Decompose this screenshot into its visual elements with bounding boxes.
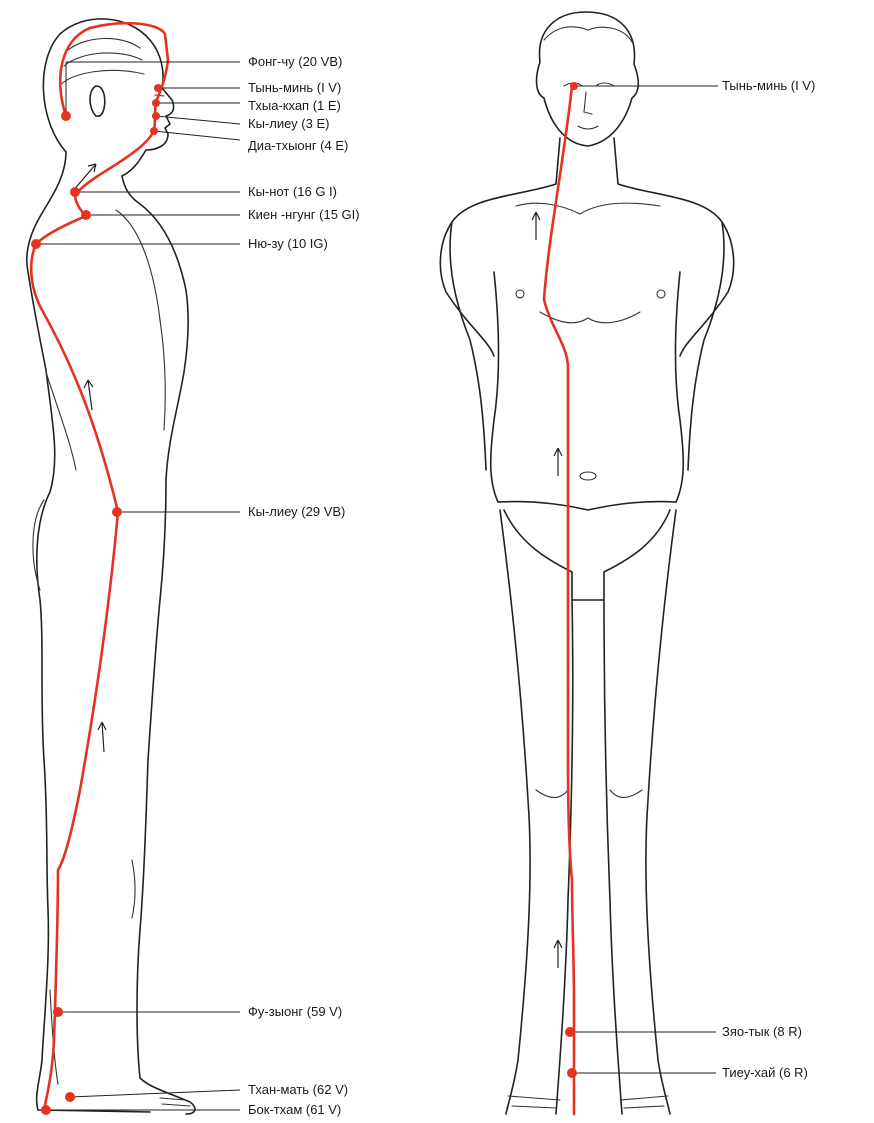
side-point-ky-not: Кы-нот (16 G I) [70,184,337,199]
side-point-nyu-zu: Ню-зу (10 IG) [31,236,328,251]
label-ky-lieu-3e: Кы-лиеу (3 Е) [248,116,329,131]
label-ky-not: Кы-нот (16 G I) [248,184,337,199]
label-tyn-min: Тынь-минь (I V) [248,80,341,95]
label-bok-tkham: Бок-тхам (61 V) [248,1102,341,1117]
label-ky-lieu-29vb: Кы-лиеу (29 VB) [248,504,345,519]
label-dia-thyong: Диа-тхыонг (4 Е) [248,138,348,153]
label-nyu-zu: Ню-зу (10 IG) [248,236,328,251]
side-point-tyn-min: Тынь-минь (I V) [154,80,341,95]
arrow-up-icon [98,722,106,752]
side-point-tkhua-khap: Тхыа-кхап (1 Е) [152,98,341,113]
arrow-up-icon [554,448,562,476]
label-fu-zyong: Фу-зыонг (59 V) [248,1004,342,1019]
side-view-figure [27,19,195,1114]
side-point-kien-ngung: Киен -нгунг (15 GI) [81,207,360,222]
label-tkhan-mat: Тхан-мать (62 V) [248,1082,348,1097]
side-point-bok-tkham: Бок-тхам (61 V) [41,1102,341,1117]
label-tyn-min-front: Тынь-минь (I V) [722,78,815,93]
label-tkhua-khap: Тхыа-кхап (1 Е) [248,98,341,113]
side-point-ky-lieu-29vb: Кы-лиеу (29 VB) [112,504,345,519]
label-zao-tyk: Зяо-тык (8 R) [722,1024,802,1039]
front-view-figure [440,12,733,1114]
label-tieu-khai: Тиеу-хай (6 R) [722,1065,808,1080]
front-point-tyn-min: Тынь-минь (I V) [570,78,815,93]
label-fong-chu: Фонг-чу (20 VB) [248,54,342,69]
arrow-up-icon [532,212,540,240]
side-point-ky-lieu-3e: Кы-лиеу (3 Е) [152,112,329,131]
side-meridian-line [31,23,168,1112]
side-point-tkhan-mat: Тхан-мать (62 V) [65,1082,348,1102]
arrow-up-icon [554,940,562,968]
side-point-fu-zyong: Фу-зыонг (59 V) [53,1004,342,1019]
front-point-zao-tyk: Зяо-тык (8 R) [565,1024,802,1039]
label-kien-ngung: Киен -нгунг (15 GI) [248,207,360,222]
front-meridian-line [544,86,574,1114]
front-point-tieu-khai: Тиеу-хай (6 R) [567,1065,808,1080]
direction-arrows [72,164,562,968]
